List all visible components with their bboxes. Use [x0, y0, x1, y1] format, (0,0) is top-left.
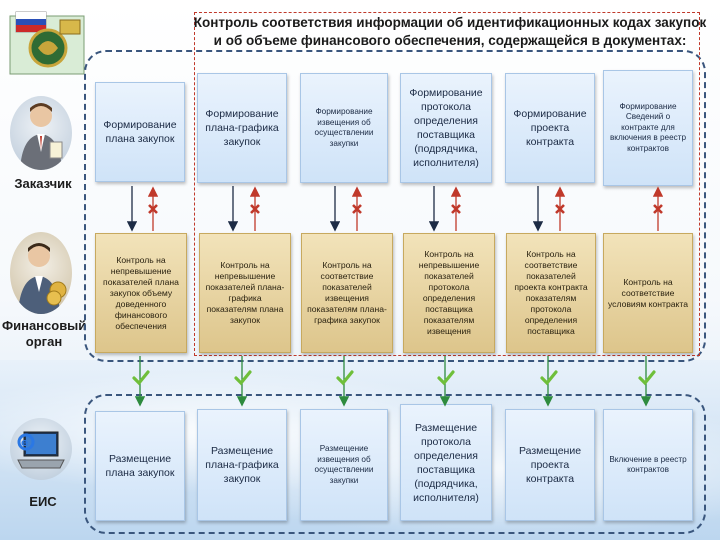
cross-icon — [352, 204, 362, 214]
cross-icon — [653, 204, 663, 214]
customer-doc-plan: Формирование плана закупок — [95, 82, 185, 182]
cross-icon — [451, 204, 461, 214]
checkmark-icon — [336, 370, 354, 386]
page-title: Контроль соответствия информации об иден… — [193, 15, 707, 48]
cross-icon — [250, 204, 260, 214]
customer-doc-schedule: Формирование плана-графика закупок — [197, 73, 287, 183]
eis-doc-registry: Включение в реестр контрактов — [603, 409, 693, 521]
cross-icon — [148, 204, 158, 214]
eis-doc-contract: Размещение проекта контракта — [505, 409, 595, 521]
control-protocol: Контроль на непревышение показателей про… — [403, 233, 495, 353]
control-notice: Контроль на соответствие показателей изв… — [301, 233, 393, 353]
customer-finance-region — [84, 50, 706, 362]
actor-label-eis: ЕИС — [29, 494, 57, 509]
customer-doc-registry-info: Формирование Сведений о контракте для вк… — [603, 70, 693, 186]
checkmark-icon — [540, 370, 558, 386]
customer-doc-notice: Формирование извещения об осуществлении … — [300, 73, 388, 183]
eis-doc-protocol: Размещение протокола определения поставщ… — [400, 404, 492, 521]
actor-label-customer: Заказчик — [14, 176, 72, 191]
control-scope-frame — [194, 12, 700, 356]
customer-doc-contract: Формирование проекта контракта — [505, 73, 595, 183]
eis-computer-icon: e — [10, 418, 72, 480]
actor-label-finance: Финансовый орган — [2, 318, 87, 349]
eis-doc-plan: Размещение плана закупок — [95, 411, 185, 521]
control-contract-terms: Контроль на соответствие условиям контра… — [603, 233, 693, 353]
eis-region — [84, 394, 706, 534]
customer-doc-protocol: Формирование протокола определения поста… — [400, 73, 492, 183]
eis-doc-notice: Размещение извещения об осуществлении за… — [300, 409, 388, 521]
finance-figure-icon — [10, 232, 72, 314]
emblem-icon — [9, 11, 85, 75]
checkmark-icon — [437, 370, 455, 386]
control-plan: Контроль на непревышение показателей пла… — [95, 233, 187, 353]
cross-icon — [555, 204, 565, 214]
eis-doc-schedule: Размещение плана-графика закупок — [197, 409, 287, 521]
checkmark-icon — [132, 370, 150, 386]
control-schedule: Контроль на непревышение показателей пла… — [199, 233, 291, 353]
checkmark-icon — [638, 370, 656, 386]
customer-figure-icon — [10, 96, 72, 170]
checkmark-icon — [234, 370, 252, 386]
control-contract-draft: Контроль на соответствие показателей про… — [506, 233, 596, 353]
svg-text:e: e — [21, 436, 28, 449]
